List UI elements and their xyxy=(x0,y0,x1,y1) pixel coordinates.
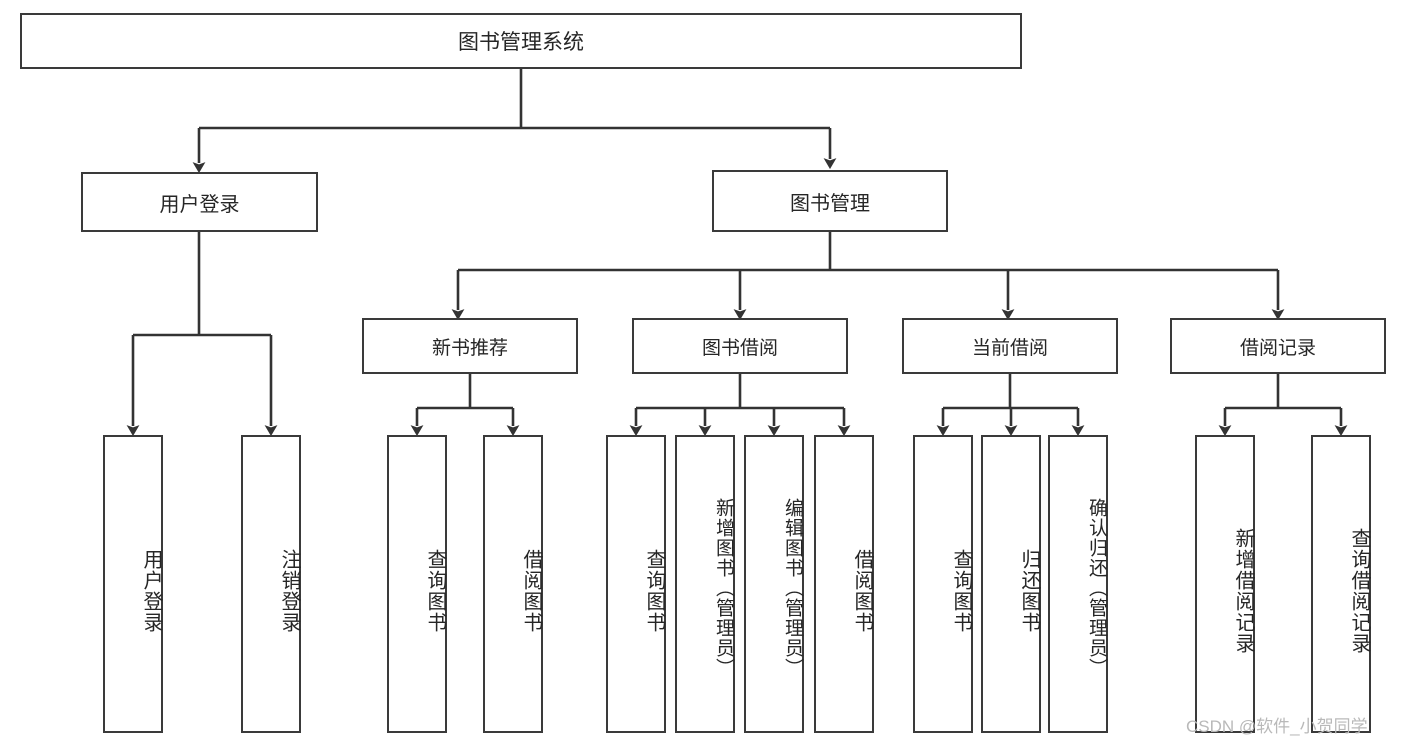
node-book-borrow-label: 图书借阅 xyxy=(701,337,778,359)
node-book-borrow[interactable]: 图书借阅 xyxy=(632,318,848,374)
node-user-login[interactable]: 用户登录 xyxy=(81,172,318,232)
node-book-management[interactable]: 图书管理 xyxy=(712,170,948,232)
node-leaf-query-book-2-label: 查询图书 xyxy=(643,549,665,633)
node-root[interactable]: 图书管理系统 xyxy=(20,13,1022,69)
node-leaf-confirm-return[interactable]: 确认归还（管理员） xyxy=(1048,435,1108,733)
node-borrow-record-label: 借阅记录 xyxy=(1239,337,1316,359)
node-leaf-logout-login[interactable]: 注销登录 xyxy=(241,435,301,733)
node-leaf-return-book[interactable]: 归还图书 xyxy=(981,435,1041,733)
node-leaf-logout-login-label: 注销登录 xyxy=(278,549,300,633)
node-leaf-borrow-book-2-label: 借阅图书 xyxy=(851,549,873,633)
node-leaf-query-book-1-label: 查询图书 xyxy=(424,549,446,633)
node-leaf-add-book[interactable]: 新增图书（管理员） xyxy=(675,435,735,733)
node-leaf-borrow-book-1[interactable]: 借阅图书 xyxy=(483,435,543,733)
node-user-login-label: 用户登录 xyxy=(159,193,240,216)
node-leaf-user-login[interactable]: 用户登录 xyxy=(103,435,163,733)
node-leaf-add-book-label: 新增图书（管理员） xyxy=(713,498,734,678)
node-current-borrow[interactable]: 当前借阅 xyxy=(902,318,1118,374)
node-leaf-edit-book-label: 编辑图书（管理员） xyxy=(782,498,803,678)
node-leaf-borrow-book-1-label: 借阅图书 xyxy=(520,549,542,633)
node-leaf-query-book-1[interactable]: 查询图书 xyxy=(387,435,447,733)
node-leaf-return-book-label: 归还图书 xyxy=(1018,549,1040,633)
node-leaf-query-book-3[interactable]: 查询图书 xyxy=(913,435,973,733)
node-new-book-recommend[interactable]: 新书推荐 xyxy=(362,318,578,374)
node-leaf-query-book-2[interactable]: 查询图书 xyxy=(606,435,666,733)
node-leaf-query-record-label: 查询借阅记录 xyxy=(1348,528,1370,654)
node-leaf-query-record[interactable]: 查询借阅记录 xyxy=(1311,435,1371,733)
node-leaf-add-record[interactable]: 新增借阅记录 xyxy=(1195,435,1255,733)
node-root-label: 图书管理系统 xyxy=(458,31,584,54)
node-leaf-query-book-3-label: 查询图书 xyxy=(950,549,972,633)
node-new-book-recommend-label: 新书推荐 xyxy=(431,337,508,359)
node-current-borrow-label: 当前借阅 xyxy=(971,337,1048,359)
node-leaf-add-record-label: 新增借阅记录 xyxy=(1232,528,1254,654)
node-leaf-edit-book[interactable]: 编辑图书（管理员） xyxy=(744,435,804,733)
csdn-watermark: CSDN @软件_小贺同学 xyxy=(1186,717,1368,736)
node-book-management-label: 图书管理 xyxy=(790,192,870,215)
node-borrow-record[interactable]: 借阅记录 xyxy=(1170,318,1386,374)
node-leaf-user-login-label: 用户登录 xyxy=(140,549,162,633)
node-leaf-borrow-book-2[interactable]: 借阅图书 xyxy=(814,435,874,733)
node-leaf-confirm-return-label: 确认归还（管理员） xyxy=(1086,498,1107,678)
